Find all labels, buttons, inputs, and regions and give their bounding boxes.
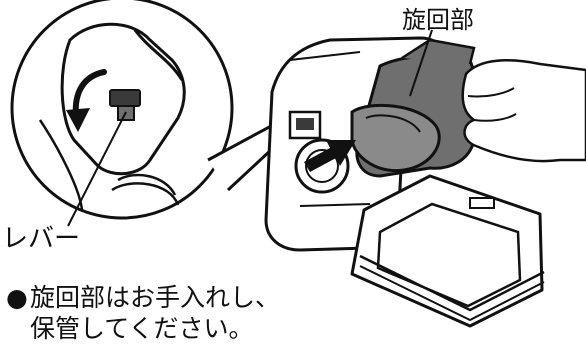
lever-leader-line bbox=[67, 111, 127, 227]
rotating-part-label: 旋回部 bbox=[402, 6, 474, 34]
rotating-part-leader-line bbox=[409, 29, 433, 97]
bullet-icon: ● bbox=[6, 283, 28, 312]
instruction-note: ●旋回部はお手入れし、 保管してください。 bbox=[6, 282, 280, 344]
rotating-part bbox=[350, 38, 482, 178]
insert-arrow-icon bbox=[304, 140, 356, 172]
lever-label: レバー bbox=[2, 224, 81, 254]
hand bbox=[461, 59, 586, 163]
lever-detail-circle bbox=[10, 0, 288, 220]
note-line-2: 保管してください。 bbox=[30, 314, 254, 343]
note-line-1: 旋回部はお手入れし、 bbox=[30, 283, 281, 312]
lid-tray bbox=[350, 174, 545, 328]
